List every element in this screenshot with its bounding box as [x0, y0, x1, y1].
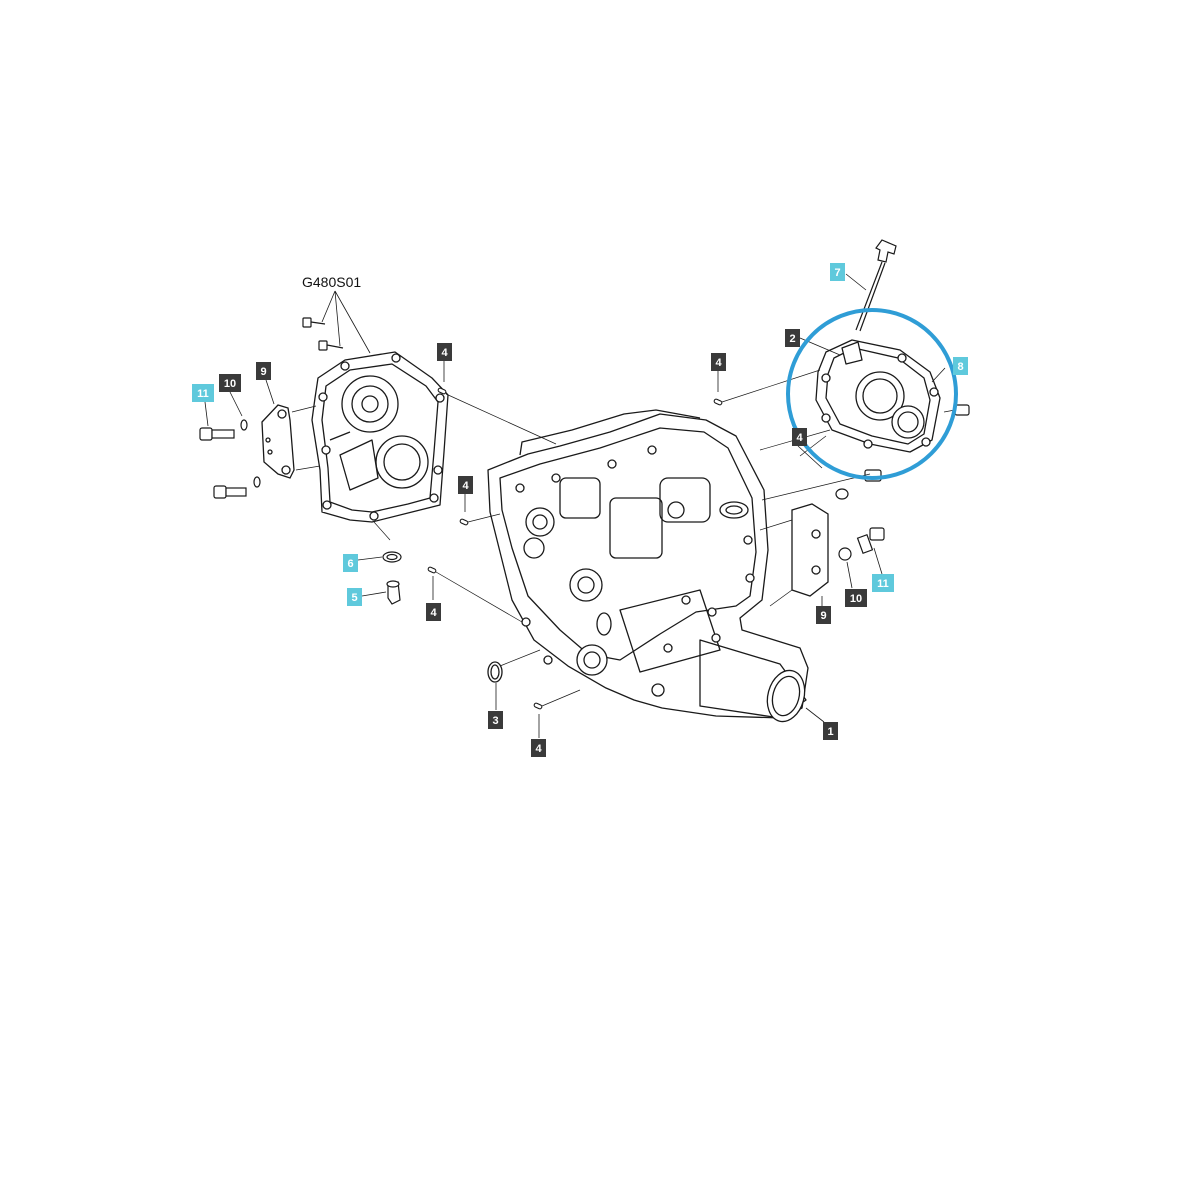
left-bracket	[261, 404, 295, 479]
svg-text:10: 10	[224, 378, 236, 390]
svg-text:3: 3	[492, 715, 498, 727]
tag-7: 7	[830, 263, 845, 281]
tag-9-right: 9	[816, 606, 831, 624]
right-side-cover	[815, 339, 941, 453]
main-transmission-case	[487, 409, 809, 723]
tag-11-right: 11	[872, 574, 894, 592]
dipstick	[855, 239, 897, 332]
tag-4-lower-left: 4	[426, 603, 441, 621]
svg-text:4: 4	[535, 743, 542, 755]
callout-leaders	[204, 273, 946, 738]
svg-text:5: 5	[351, 592, 357, 604]
svg-text:4: 4	[430, 607, 437, 619]
svg-text:11: 11	[877, 578, 889, 590]
svg-text:7: 7	[834, 267, 840, 279]
svg-text:9: 9	[260, 366, 266, 378]
tag-4-top-right: 4	[711, 353, 726, 371]
svg-text:4: 4	[441, 347, 448, 359]
tag-10-right: 10	[845, 589, 867, 607]
tag-4-bottom: 4	[531, 739, 546, 757]
assembly-lines	[291, 369, 956, 707]
svg-text:1: 1	[827, 726, 833, 738]
tag-3: 3	[488, 711, 503, 729]
svg-text:4: 4	[715, 357, 722, 369]
figure-code: G480S01	[302, 274, 361, 290]
svg-text:9: 9	[820, 610, 826, 622]
tag-11-left: 11	[192, 384, 214, 402]
svg-text:11: 11	[197, 388, 209, 400]
tag-6: 6	[343, 554, 358, 572]
tag-9-left: 9	[256, 362, 271, 380]
callout-tags: 4 4 4 4 4 4 1 2	[192, 263, 968, 757]
left-side-cover	[311, 351, 449, 523]
tag-8: 8	[953, 357, 968, 375]
svg-text:4: 4	[462, 480, 469, 492]
highlight-ring	[786, 308, 958, 480]
svg-text:8: 8	[957, 361, 963, 373]
svg-text:4: 4	[796, 432, 803, 444]
svg-text:10: 10	[850, 593, 862, 605]
tag-5: 5	[347, 588, 362, 606]
svg-text:2: 2	[789, 333, 795, 345]
tag-4-behind-cover: 4	[792, 428, 807, 446]
figure-code-leaders	[321, 290, 371, 354]
tag-1: 1	[823, 722, 838, 740]
drain-plug-and-washer	[382, 551, 402, 605]
dowel-pins	[427, 387, 723, 710]
svg-text:6: 6	[347, 558, 353, 570]
tag-4-mid-left: 4	[458, 476, 473, 494]
left-bolts-and-washers	[199, 419, 261, 499]
top-bolts	[302, 317, 344, 351]
tag-2: 2	[785, 329, 800, 347]
o-ring	[487, 661, 503, 683]
tag-4-top-left: 4	[437, 343, 452, 361]
right-bracket	[791, 503, 829, 597]
tag-10-left: 10	[219, 374, 241, 392]
